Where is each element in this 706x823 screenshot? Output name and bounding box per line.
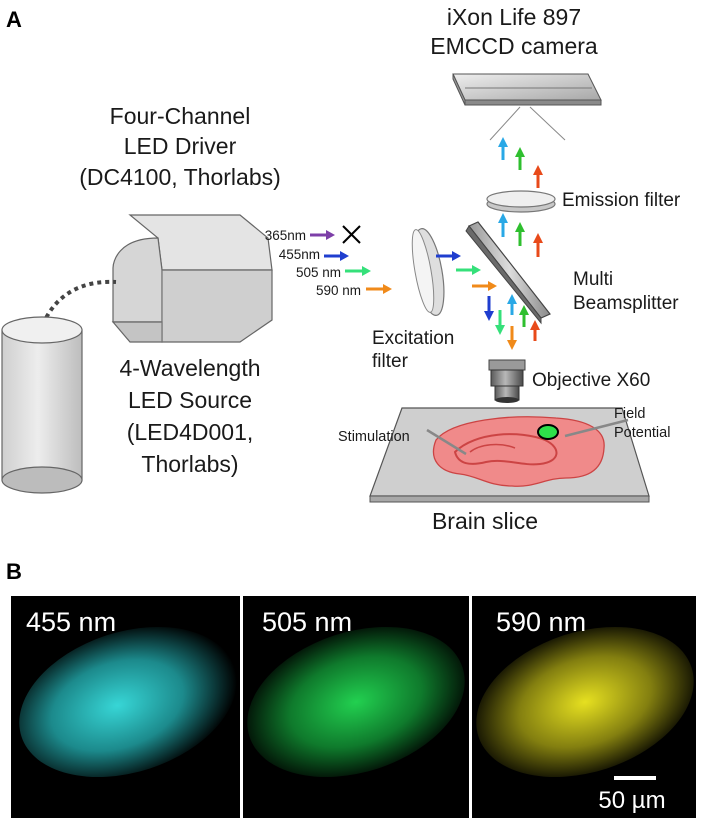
camera-label-line2: EMCCD camera: [430, 33, 598, 59]
wavelength-365: 365nm: [265, 228, 306, 243]
source-label-line1: 4-Wavelength: [119, 355, 260, 381]
image-505: [243, 596, 469, 818]
image-590-label: 590 nm: [496, 607, 586, 637]
beamsplitter-label-line1: Multi: [573, 269, 613, 290]
field-potential-label-line2: Potential: [614, 425, 670, 441]
camera-label-line1: iXon Life 897: [447, 4, 581, 30]
image-455-label: 455 nm: [26, 607, 116, 637]
emission-arrows-upper: [498, 137, 543, 188]
driver-label-line1: Four-Channel: [110, 103, 251, 129]
beamsplitter-label-line2: Beamsplitter: [573, 293, 679, 314]
image-455: [11, 596, 240, 818]
wavelength-590: 590 nm: [316, 283, 361, 298]
panel-a-letter: A: [6, 7, 22, 32]
field-potential-label-line1: Field: [614, 406, 645, 422]
driver-label-line3: (DC4100, Thorlabs): [79, 164, 281, 190]
source-label-line3: (LED4D001,: [127, 419, 254, 445]
emission-filter: [486, 190, 556, 213]
stimulation-electrode: [426, 428, 467, 456]
wavelength-455: 455nm: [279, 247, 320, 262]
recording-site: [537, 424, 559, 440]
driver-label-line2: LED Driver: [124, 133, 237, 159]
emission-arrows-lower: [498, 213, 543, 257]
excitation-filter-label-line1: Excitation: [372, 328, 454, 349]
source-label-line2: LED Source: [128, 387, 252, 413]
field-potential-electrode: [564, 418, 629, 438]
stimulation-label: Stimulation: [338, 429, 410, 445]
sample-arrows: [484, 294, 540, 350]
excitation-arrows: [310, 225, 392, 294]
wavelength-505: 505 nm: [296, 265, 341, 280]
brain-slice-label: Brain slice: [432, 508, 538, 534]
multi-beamsplitter: [465, 221, 551, 325]
scale-bar-label: 50 µm: [598, 787, 665, 814]
filtered-excitation-arrows: [436, 251, 497, 291]
panel-b-letter: B: [6, 559, 22, 584]
image-505-label: 505 nm: [262, 607, 352, 637]
excitation-filter-label-line2: filter: [372, 351, 409, 372]
led-source-cylinder: [1, 316, 83, 494]
emccd-camera: [452, 73, 602, 141]
led-driver-box: [111, 214, 273, 343]
source-label-line4: Thorlabs): [141, 451, 238, 477]
objective-label: Objective X60: [532, 370, 650, 391]
emission-filter-label: Emission filter: [562, 190, 681, 211]
image-590: [472, 596, 696, 818]
objective-lens: [488, 359, 526, 403]
excitation-filter: [411, 228, 445, 316]
brain-tissue: [432, 416, 605, 487]
